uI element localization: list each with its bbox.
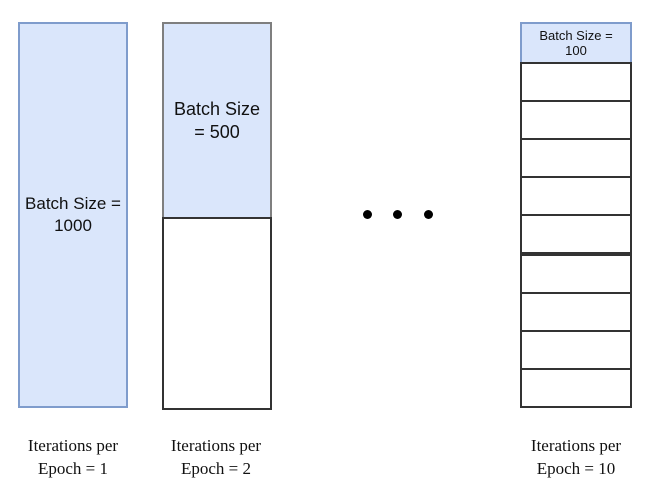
empty-batch-cell: [520, 100, 632, 140]
empty-batch-cell: [520, 254, 632, 294]
batch-label-500-line1: Batch Size: [173, 99, 261, 119]
batch-label-100-line1: Batch Size =: [539, 28, 613, 43]
empty-batch-cell: [520, 214, 632, 254]
batch-label-100-line2: 100: [565, 43, 587, 58]
ellipsis-dot: [363, 210, 372, 219]
batch-label-500-line2: = 500: [194, 122, 240, 142]
batch-label-100: Batch Size = 100: [539, 28, 612, 58]
empty-batch-cell: [520, 176, 632, 216]
batch-label-1000: Batch Size = 1000: [25, 194, 121, 235]
caption-line1: Iterations per: [530, 436, 622, 455]
caption-iterations-1: Iterations per Epoch = 1: [3, 434, 143, 480]
empty-batch-cell: [520, 62, 632, 102]
empty-batch-cell: [520, 330, 632, 370]
batch-block-100: Batch Size = 100: [520, 22, 632, 64]
batch-label-500: Batch Size = 500: [174, 98, 260, 144]
caption-line2: Epoch = 1: [37, 459, 109, 478]
caption-line2: Epoch = 10: [536, 459, 616, 478]
caption-line2: Epoch = 2: [180, 459, 252, 478]
batch-block-500: Batch Size = 500: [162, 22, 272, 218]
caption-line1: Iterations per: [27, 436, 119, 455]
batch-block-1000: Batch Size = 1000: [18, 22, 128, 408]
caption-iterations-2: Iterations per Epoch = 2: [146, 434, 286, 480]
caption-iterations-10: Iterations per Epoch = 10: [506, 434, 646, 480]
ellipsis-dot: [393, 210, 402, 219]
empty-batch-block: [162, 217, 272, 410]
empty-batch-cell: [520, 368, 632, 408]
caption-line1: Iterations per: [170, 436, 262, 455]
empty-batch-cell: [520, 138, 632, 178]
ellipsis-dot: [424, 210, 433, 219]
empty-batch-cell: [520, 292, 632, 332]
